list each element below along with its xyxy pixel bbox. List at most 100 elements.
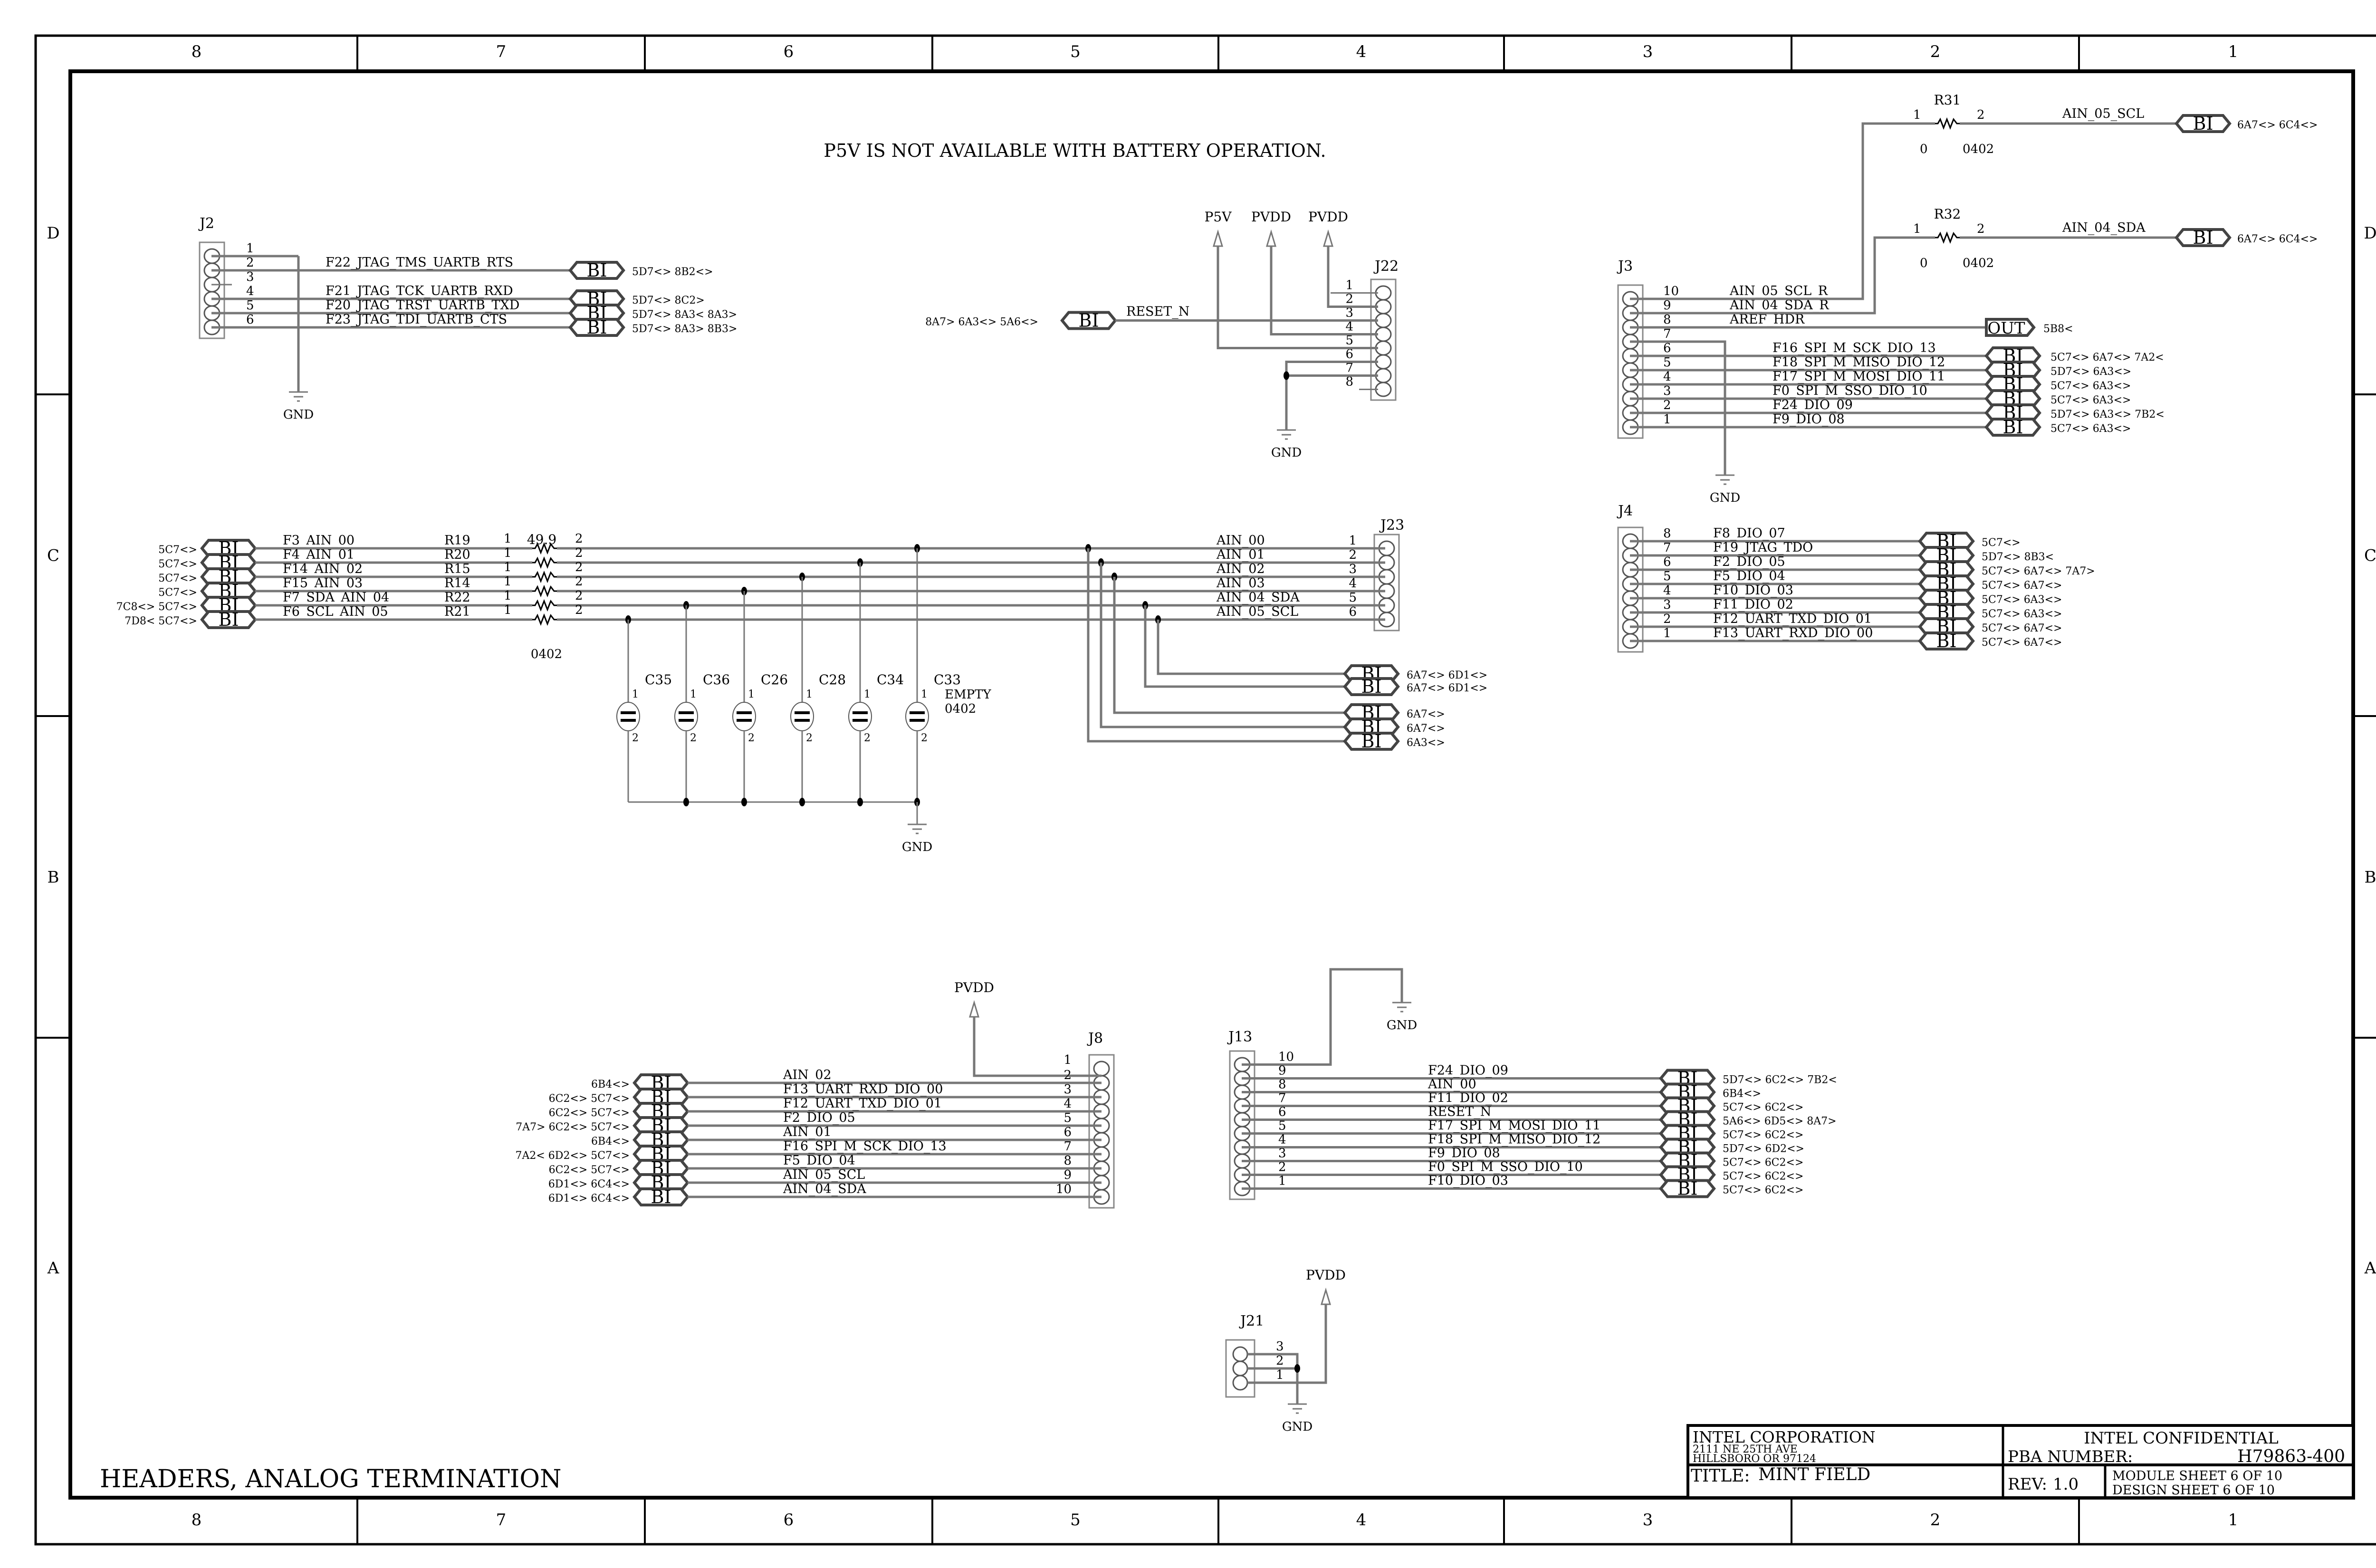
inner-border xyxy=(68,69,2355,1500)
pin-number: 5 xyxy=(1663,355,1671,370)
junction-dot xyxy=(741,798,747,806)
offpage-ref: 5D7<> 8C2> xyxy=(632,295,705,306)
pin-number: 2 xyxy=(1977,222,1985,236)
capacitor-ref: C35 xyxy=(645,672,672,688)
resistor-value: 0 xyxy=(1920,256,1928,270)
connector-pin-icon[interactable] xyxy=(1232,1375,1248,1391)
column-label: 3 xyxy=(1643,42,1653,61)
pin-number: 5 xyxy=(1663,569,1671,583)
offpage-ref: 5C7<> 6A7<> 7A7> xyxy=(1982,565,2095,577)
pin-number: 2 xyxy=(748,732,755,744)
pin-number: 3 xyxy=(1345,306,1353,320)
gnd-label: GND xyxy=(1271,446,1302,460)
bi-port-icon[interactable]: BI xyxy=(568,317,625,338)
pin-number: 8 xyxy=(1345,375,1353,389)
pin-number: 2 xyxy=(921,732,928,744)
pin-number: 4 xyxy=(1349,576,1357,591)
connector-pin-icon[interactable] xyxy=(1232,1360,1248,1377)
bi-hexagon xyxy=(568,261,625,280)
capacitor-ref: C26 xyxy=(761,672,788,688)
wire xyxy=(1247,1353,1299,1404)
pin-number: 8 xyxy=(1663,313,1671,327)
pin-number: 1 xyxy=(504,574,512,589)
offpage-ref: 7A2< 6D2<> 5C7<> xyxy=(516,1150,630,1162)
bi-port-icon[interactable]: BI xyxy=(2175,113,2232,134)
pin-number: 5 xyxy=(1345,334,1353,348)
capacitor-icon xyxy=(616,702,640,731)
column-label: 8 xyxy=(192,1511,202,1530)
pin-number: 2 xyxy=(1276,1354,1284,1368)
pin-number: 2 xyxy=(575,560,583,574)
offpage-ref: 7C8<> 5C7<> xyxy=(116,601,197,613)
pin-number: 6 xyxy=(1063,1125,1072,1139)
net-label: AIN_04_SDA_R xyxy=(1729,298,1829,313)
resistor-ref: R21 xyxy=(444,604,470,619)
bi-port-icon[interactable]: BI xyxy=(1659,1178,1716,1199)
capacitor-icon xyxy=(674,702,698,731)
j23-ref: J23 xyxy=(1379,517,1404,534)
resistor-icon xyxy=(532,599,557,612)
pin-number: 1 xyxy=(1913,108,1921,122)
bi-hexagon xyxy=(1343,677,1400,696)
resistor-ref: R32 xyxy=(1934,206,1961,222)
capacitor-icon xyxy=(732,702,756,731)
pin-number: 6 xyxy=(246,313,254,327)
pin-number: 2 xyxy=(1063,1068,1072,1082)
company-address-1: 2111 NE 25TH AVE xyxy=(1693,1444,1798,1455)
column-label: 4 xyxy=(1356,1511,1367,1530)
offpage-ref: 6C2<> 5C7<> xyxy=(549,1107,630,1119)
resistor-icon xyxy=(532,584,557,598)
resistor-package: 0402 xyxy=(1963,142,1994,156)
row-label: D xyxy=(47,224,59,243)
pin-number: 1 xyxy=(504,546,512,560)
wire xyxy=(1087,548,1345,743)
capacitor-ref: C28 xyxy=(819,672,846,688)
module-sheet: MODULE SHEET 6 OF 10 xyxy=(2112,1469,2282,1483)
power-net-label: PVDD xyxy=(1308,209,1348,225)
net-label: F22_JTAG_TMS_UARTB_RTS xyxy=(326,255,513,270)
title-value: MINT FIELD xyxy=(1758,1465,1870,1484)
capacitor-icon xyxy=(790,702,814,731)
column-label: 3 xyxy=(1643,1511,1653,1530)
bi-port-icon[interactable]: BI xyxy=(1984,417,2041,438)
pin-number: 10 xyxy=(1663,284,1679,298)
net-label: AIN_04_SDA xyxy=(2062,220,2146,235)
port-type-label: BI xyxy=(2193,113,2213,134)
bi-port-icon[interactable]: BI xyxy=(200,609,257,630)
pin-number: 6 xyxy=(1663,555,1671,569)
bi-port-icon[interactable]: BI xyxy=(1659,1082,1716,1103)
bi-port-icon[interactable]: BI xyxy=(1343,676,1400,697)
pin-number: 6 xyxy=(1345,347,1353,362)
bi-port-icon[interactable]: BI xyxy=(1918,631,1975,651)
connector-pin-icon[interactable] xyxy=(1232,1346,1248,1362)
bi-port-icon[interactable]: BI xyxy=(1060,310,1117,331)
power-arrow-icon xyxy=(1320,1287,1332,1305)
bi-hexagon xyxy=(2175,114,2232,133)
pin-number: 6 xyxy=(1663,341,1671,355)
bi-port-icon[interactable]: BI xyxy=(2175,227,2232,248)
bi-hexagon xyxy=(2175,228,2232,247)
net-label: F5_DIO_04 xyxy=(1713,569,1785,583)
bi-port-icon[interactable]: BI xyxy=(568,260,625,281)
resistor-icon xyxy=(532,542,557,555)
pin-number: 1 xyxy=(632,688,639,700)
resistor-ref: R31 xyxy=(1934,92,1961,108)
bi-hexagon xyxy=(568,318,625,337)
port-type-label: BI xyxy=(219,609,239,630)
pin-number: 2 xyxy=(1977,108,1985,122)
connector-pin-icon[interactable] xyxy=(1093,1061,1110,1077)
column-label: 5 xyxy=(1070,1511,1081,1530)
bi-port-icon[interactable]: BI xyxy=(632,1186,690,1207)
offpage-ref: 6C2<> 5C7<> xyxy=(549,1093,630,1105)
bi-port-icon[interactable]: BI xyxy=(1343,731,1400,752)
pin-number: 3 xyxy=(1663,384,1671,398)
offpage-ref: 6A7<> 6C4<> xyxy=(2237,119,2318,131)
port-type-label: BI xyxy=(2193,227,2213,248)
port-type-label: BI xyxy=(1936,631,1957,651)
offpage-ref: 5C7<> 6C2<> xyxy=(1723,1157,1803,1169)
pin-number: 3 xyxy=(246,270,254,284)
out-port-icon[interactable]: OUT xyxy=(1985,318,2036,338)
wire xyxy=(1327,246,1378,308)
pin-number: 7 xyxy=(1063,1139,1072,1154)
